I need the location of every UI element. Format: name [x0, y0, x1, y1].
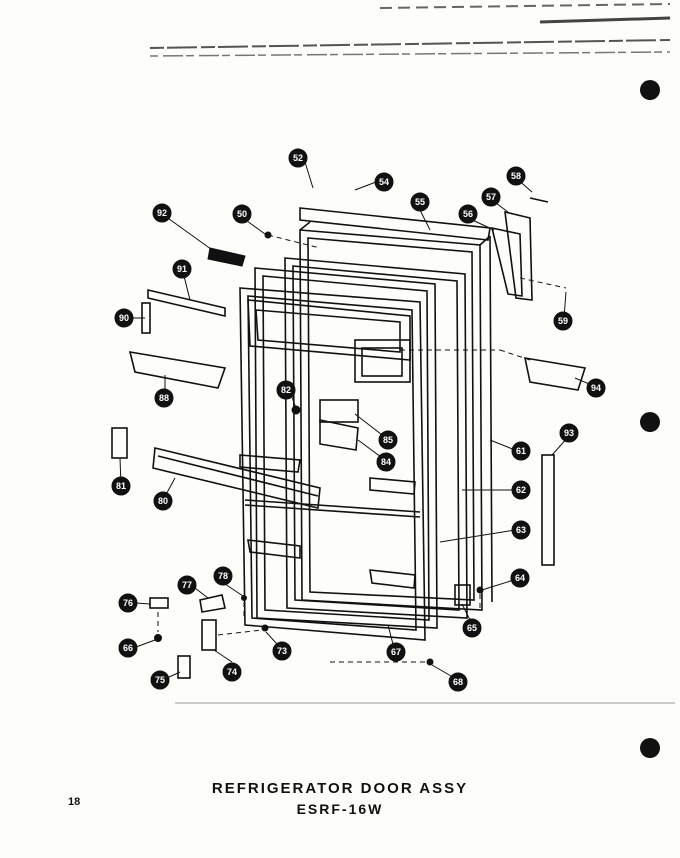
callout-label: 75: [155, 675, 165, 685]
callout-label: 64: [515, 573, 525, 583]
punch-hole-top: [640, 80, 660, 100]
callout-67: 67: [386, 642, 406, 662]
callout-77: 77: [177, 575, 197, 595]
callout-64: 64: [510, 568, 530, 588]
callout-label: 59: [558, 316, 568, 326]
callout-62: 62: [511, 480, 531, 500]
callout-label: 52: [293, 153, 303, 163]
callout-54: 54: [374, 172, 394, 192]
callout-56: 56: [458, 204, 478, 224]
callout-75: 75: [150, 670, 170, 690]
inner-door-panel: [239, 287, 426, 641]
hinge-parts: [149, 594, 434, 679]
callout-78: 78: [213, 566, 233, 586]
callout-81: 81: [111, 476, 131, 496]
callout-label: 77: [182, 580, 192, 590]
callout-label: 62: [516, 485, 526, 495]
callout-label: 82: [281, 385, 291, 395]
callout-74: 74: [222, 662, 242, 682]
punch-hole-bottom: [640, 738, 660, 758]
callout-label: 81: [116, 481, 126, 491]
callout-label: 76: [123, 598, 133, 608]
door-gasket: [284, 257, 468, 619]
callout-82: 82: [276, 380, 296, 400]
assembly-lines: [157, 234, 567, 663]
callout-57: 57: [481, 187, 501, 207]
callout-label: 58: [511, 171, 521, 181]
callout-90: 90: [114, 308, 134, 328]
callout-80: 80: [153, 491, 173, 511]
callout-52: 52: [288, 148, 308, 168]
callout-91: 91: [172, 259, 192, 279]
door-shelf-bar: [152, 447, 321, 509]
callout-59: 59: [553, 311, 573, 331]
top-trim-strip: [299, 207, 491, 241]
callout-76: 76: [118, 593, 138, 613]
callout-label: 90: [119, 313, 129, 323]
callout-85-upper: 85: [378, 430, 398, 450]
page-number: 18: [68, 796, 81, 808]
callout-58: 58: [506, 166, 526, 186]
callout-65: 65: [462, 618, 482, 638]
scan-edge-top: [149, 3, 671, 57]
callout-label: 74: [227, 667, 237, 677]
callout-label: 56: [463, 209, 473, 219]
callout-label: 55: [415, 197, 425, 207]
callout-84-upper: 84: [376, 452, 396, 472]
callout-label: 65: [467, 623, 477, 633]
callout-88: 88: [154, 388, 174, 408]
small-parts-right: [454, 197, 587, 606]
callout-label: 66: [123, 643, 133, 653]
callout-label: 85: [383, 435, 393, 445]
callout-label: 88: [159, 393, 169, 403]
callout-label: 84: [381, 457, 391, 467]
callout-93: 93: [559, 423, 579, 443]
callout-55: 55: [410, 192, 430, 212]
callout-label: 93: [564, 428, 574, 438]
callout-label: 73: [277, 646, 287, 656]
callout-50: 50: [232, 204, 252, 224]
callout-label: 63: [516, 525, 526, 535]
punch-hole-middle: [640, 412, 660, 432]
callout-66: 66: [118, 638, 138, 658]
callout-label: 50: [237, 209, 247, 219]
callout-label: 57: [486, 192, 496, 202]
callout-label: 54: [379, 177, 389, 187]
outer-door-frame: [299, 221, 493, 611]
callout-label: 80: [158, 496, 168, 506]
callout-61: 61: [511, 441, 531, 461]
callout-68: 68: [448, 672, 468, 692]
callout-92: 92: [152, 203, 172, 223]
callout-label: 92: [157, 208, 167, 218]
callout-label: 78: [218, 571, 228, 581]
diagram-title: REFRIGERATOR DOOR ASSY: [211, 780, 469, 797]
callout-73: 73: [272, 641, 292, 661]
callout-63: 63: [511, 520, 531, 540]
callouts: 52 54 55 58 57 56 59 92 50 91 90 88 82 8…: [111, 148, 606, 692]
callout-label: 61: [516, 446, 526, 456]
callout-label: 67: [391, 647, 401, 657]
callout-label: 91: [177, 264, 187, 274]
callout-label: 68: [453, 677, 463, 687]
callout-94: 94: [586, 378, 606, 398]
model-number: ESRF-16W: [296, 801, 384, 817]
callout-label: 94: [591, 383, 601, 393]
